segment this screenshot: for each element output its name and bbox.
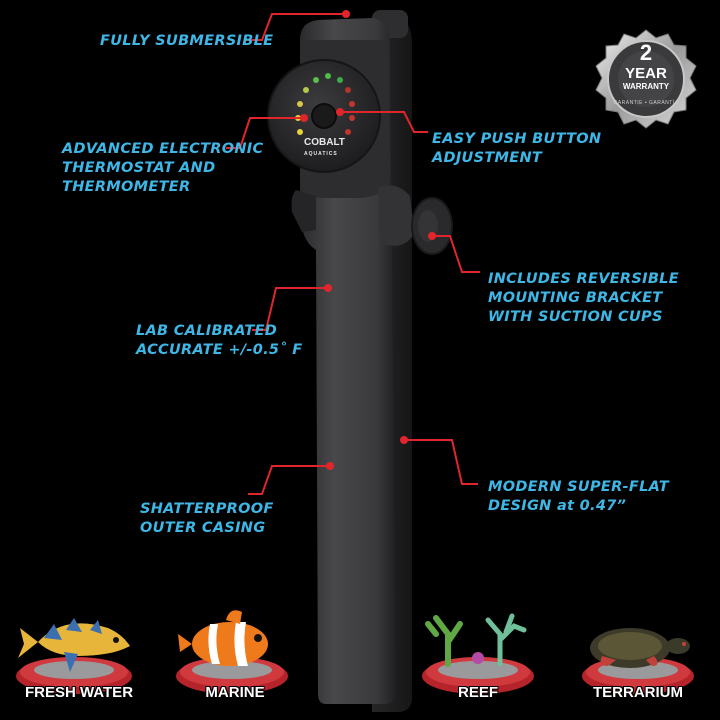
warranty-word: WARRANTY <box>622 82 670 91</box>
clownfish-icon <box>176 610 288 694</box>
callout-text: THERMOSTAT AND <box>62 160 216 176</box>
category-marine: MARINE <box>160 594 310 714</box>
callout-text: MODERN SUPER-FLAT <box>488 479 669 495</box>
callout-text: THERMOMETER <box>62 179 191 195</box>
category-terrarium: TERRARIUM <box>568 594 718 714</box>
category-label: REEF <box>457 684 498 701</box>
callout-super-flat: MODERN SUPER-FLAT DESIGN at 0.47” <box>488 478 669 516</box>
category-label: TERRARIUM <box>593 684 683 701</box>
coral-icon <box>422 613 534 694</box>
callout-text: LAB CALIBRATED <box>136 323 278 339</box>
callout-text: ADVANCED ELECTRONIC <box>62 141 264 157</box>
category-label: FRESH WATER <box>24 684 134 701</box>
callout-text: WITH SUCTION CUPS <box>488 309 663 325</box>
led-indicators <box>295 73 355 135</box>
warranty-ring-text: GARANTIE • GARANTÍA <box>613 100 679 106</box>
callout-text: SHATTERPROOF <box>140 501 274 517</box>
category-label: MARINE <box>205 684 265 701</box>
callout-text: ADJUSTMENT <box>432 150 543 166</box>
warranty-badge: 2 YEAR WARRANTY GARANTIE • GARANTÍA <box>594 28 698 132</box>
brand-subtitle: AQUATICS <box>304 151 338 157</box>
callout-shatterproof: SHATTERPROOF OUTER CASING <box>140 500 274 538</box>
brand-name: COBALT <box>304 137 345 148</box>
callout-text: FULLY SUBMERSIBLE <box>100 33 274 49</box>
callout-push-button: EASY PUSH BUTTON ADJUSTMENT <box>432 130 601 168</box>
callout-fully-submersible: FULLY SUBMERSIBLE <box>100 32 273 51</box>
callout-text: DESIGN at 0.47” <box>488 498 627 514</box>
category-reef: REEF <box>408 594 558 714</box>
callout-lab-calibrated: LAB CALIBRATED ACCURATE +/-0.5˚ F <box>136 322 302 360</box>
warranty-year: YEAR <box>625 65 667 82</box>
callout-text: EASY PUSH BUTTON <box>432 131 602 147</box>
callout-text: ACCURATE +/-0.5˚ F <box>136 342 303 358</box>
callout-text: MOUNTING BRACKET <box>488 290 663 306</box>
cichlid-fish-icon <box>16 618 132 694</box>
category-fresh-water: FRESH WATER <box>4 594 154 714</box>
brand-logo: COBALT AQUATICS <box>304 138 345 159</box>
callout-text: OUTER CASING <box>140 520 266 536</box>
callout-thermostat: ADVANCED ELECTRONIC THERMOSTAT AND THERM… <box>62 140 263 197</box>
callout-mounting-bracket: INCLUDES REVERSIBLE MOUNTING BRACKET WIT… <box>488 270 679 327</box>
warranty-number: 2 <box>639 40 653 65</box>
callout-text: INCLUDES REVERSIBLE <box>488 271 679 287</box>
turtle-icon <box>582 628 694 694</box>
